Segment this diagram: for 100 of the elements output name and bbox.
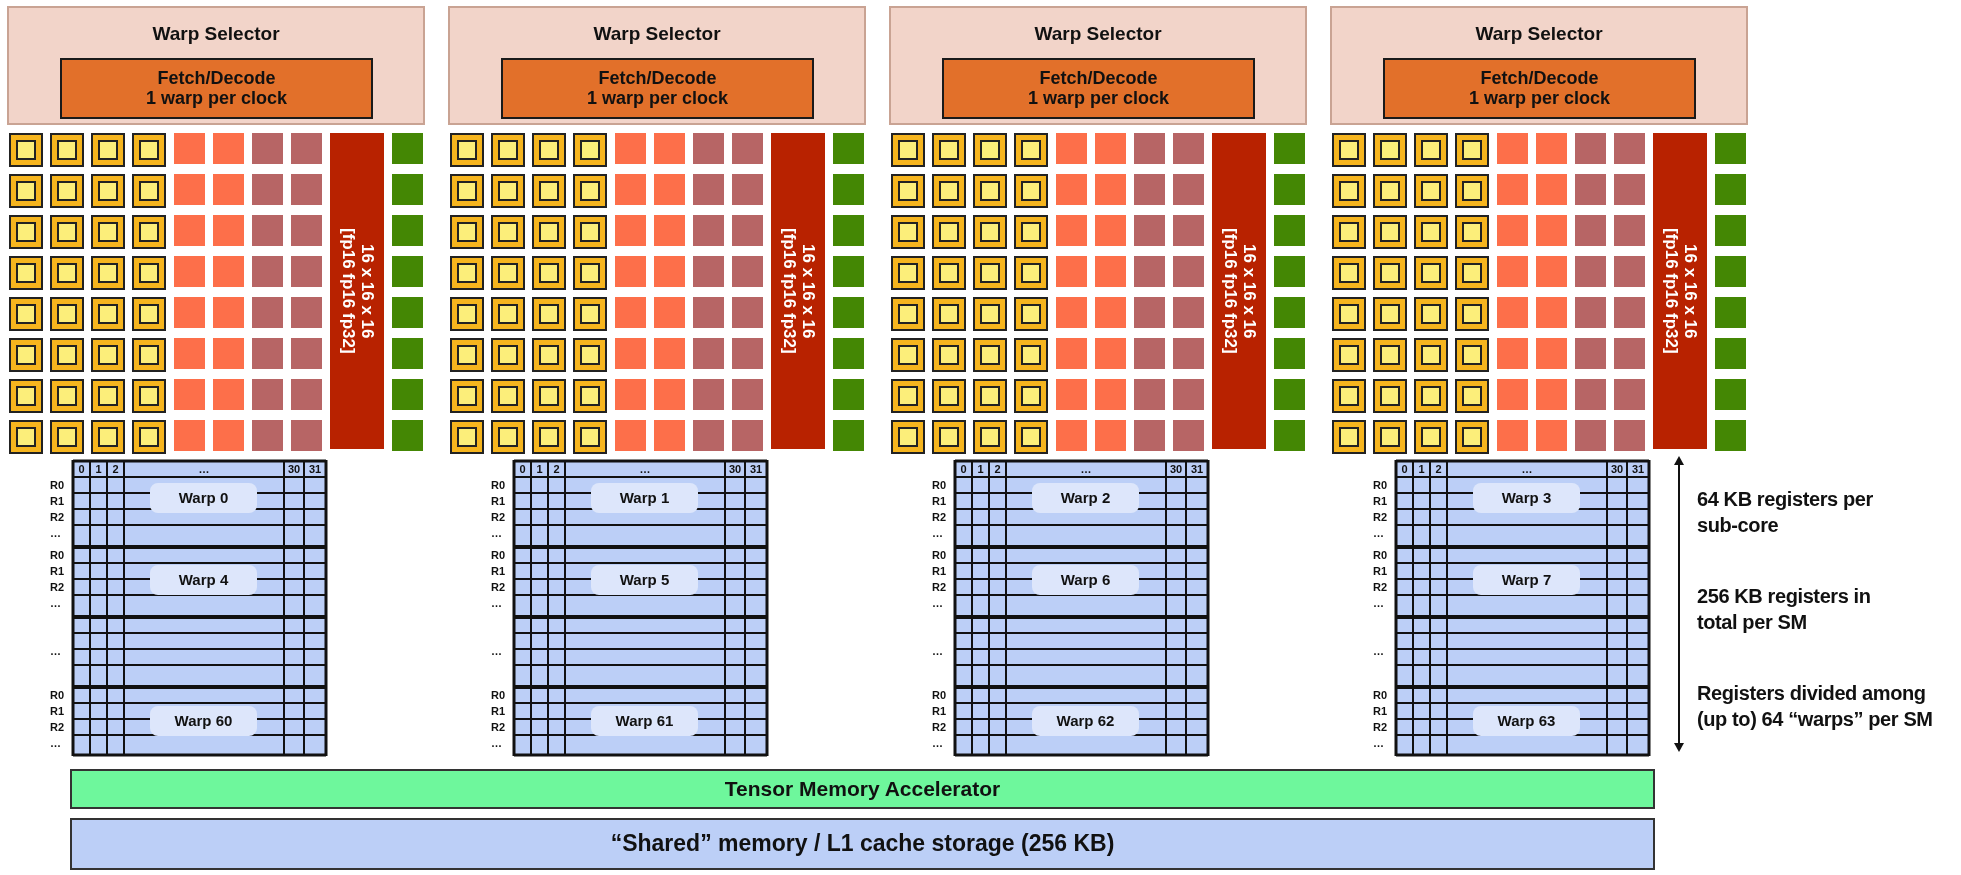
column-index: 30 bbox=[1609, 462, 1625, 477]
register-file-table bbox=[1396, 460, 1649, 756]
bar-text: [fp16 fp16 fp32] bbox=[1661, 228, 1680, 354]
fetch-decode-box bbox=[1383, 58, 1696, 119]
box-text: Fetch/Decode bbox=[598, 68, 717, 89]
box-text: Fetch/Decode bbox=[157, 68, 276, 89]
tensor-core-bar bbox=[330, 133, 384, 449]
fetch-decode-box bbox=[501, 58, 814, 119]
bar-text: 16 x 16 x 16 bbox=[1239, 243, 1258, 339]
warp-label-box bbox=[591, 565, 698, 595]
bar-text: [fp16 fp16 fp32] bbox=[779, 228, 798, 354]
warp-label-box bbox=[150, 483, 257, 513]
register-name: R2 bbox=[50, 580, 66, 595]
register-name: R1 bbox=[50, 704, 66, 719]
register-name: R1 bbox=[491, 494, 507, 509]
warp-label: Warp 5 bbox=[619, 571, 670, 589]
box-text: 1 warp per clock bbox=[1027, 88, 1170, 109]
tensor-core-bar bbox=[1653, 133, 1707, 449]
column-index: 31 bbox=[748, 462, 764, 477]
column-index: 31 bbox=[307, 462, 323, 477]
register-note: 64 KB registers per sub-core bbox=[1697, 487, 1874, 538]
warp-selector-panel bbox=[7, 6, 425, 125]
box-text: 1 warp per clock bbox=[1468, 88, 1611, 109]
column-index: 30 bbox=[286, 462, 302, 477]
column-index: 31 bbox=[1630, 462, 1646, 477]
warp-label-box bbox=[1032, 706, 1139, 736]
warp-selector-panel bbox=[1330, 6, 1748, 125]
column-index: … bbox=[1520, 462, 1534, 477]
register-name: R1 bbox=[1373, 704, 1389, 719]
warp-label-box bbox=[1032, 565, 1139, 595]
box-text: 1 warp per clock bbox=[586, 88, 729, 109]
register-name: R2 bbox=[1373, 580, 1389, 595]
panel-title: Warp Selector bbox=[593, 23, 721, 45]
tensor-memory-accelerator-bar bbox=[70, 769, 1655, 809]
register-name: R1 bbox=[50, 494, 66, 509]
register-name: R1 bbox=[491, 564, 507, 579]
register-name: R2 bbox=[1373, 510, 1389, 525]
warp-label: Warp 1 bbox=[619, 489, 670, 507]
warp-label-box bbox=[591, 483, 698, 513]
register-name: R0 bbox=[491, 548, 507, 563]
register-note: 256 KB registers in total per SM bbox=[1697, 584, 1872, 635]
register-name: R2 bbox=[932, 580, 948, 595]
register-name: R2 bbox=[50, 720, 66, 735]
bar-text: 16 x 16 x 16 bbox=[798, 243, 817, 339]
warp-label: Warp 3 bbox=[1501, 489, 1552, 507]
register-ellipsis: … bbox=[1373, 596, 1385, 611]
column-index: 0 bbox=[959, 462, 968, 477]
register-name: R2 bbox=[50, 510, 66, 525]
register-ellipsis: … bbox=[1373, 526, 1385, 541]
column-index: … bbox=[1079, 462, 1093, 477]
register-note: Registers divided among (up to) 64 “warps” per SM bbox=[1697, 681, 1934, 732]
bar-text: [fp16 fp16 fp32] bbox=[1220, 228, 1239, 354]
warp-label-box bbox=[1473, 483, 1580, 513]
warp-label-box bbox=[150, 565, 257, 595]
column-index: 2 bbox=[111, 462, 120, 477]
warp-selector-panel bbox=[889, 6, 1307, 125]
column-index: 30 bbox=[727, 462, 743, 477]
register-name: R0 bbox=[50, 548, 66, 563]
fetch-decode-box bbox=[60, 58, 373, 119]
box-text: 1 warp per clock bbox=[145, 88, 288, 109]
register-name: R1 bbox=[1373, 494, 1389, 509]
warp-label: Warp 2 bbox=[1060, 489, 1111, 507]
register-ellipsis: … bbox=[50, 526, 62, 541]
register-ellipsis: … bbox=[1373, 644, 1385, 659]
column-index: 31 bbox=[1189, 462, 1205, 477]
column-index: … bbox=[197, 462, 211, 477]
warp-label: Warp 4 bbox=[178, 571, 229, 589]
column-index: 2 bbox=[1434, 462, 1443, 477]
bar-text: [fp16 fp16 fp32] bbox=[338, 228, 357, 354]
register-ellipsis: … bbox=[491, 596, 503, 611]
register-ellipsis: … bbox=[1373, 736, 1385, 751]
warp-label-box bbox=[150, 706, 257, 736]
bar-text: 16 x 16 x 16 bbox=[357, 243, 376, 339]
bar-text: 16 x 16 x 16 bbox=[1680, 243, 1699, 339]
warp-label: Warp 61 bbox=[615, 712, 674, 730]
warp-label: Warp 6 bbox=[1060, 571, 1111, 589]
register-ellipsis: … bbox=[932, 644, 944, 659]
column-index: 1 bbox=[535, 462, 544, 477]
warp-label-box bbox=[591, 706, 698, 736]
warp-label: Warp 62 bbox=[1056, 712, 1115, 730]
column-index: 0 bbox=[518, 462, 527, 477]
column-index: 1 bbox=[1417, 462, 1426, 477]
tensor-core-bar bbox=[1212, 133, 1266, 449]
warp-label-box bbox=[1032, 483, 1139, 513]
column-index: 1 bbox=[94, 462, 103, 477]
tensor-core-bar bbox=[771, 133, 825, 449]
register-name: R1 bbox=[932, 704, 948, 719]
register-name: R1 bbox=[932, 564, 948, 579]
register-name: R0 bbox=[491, 688, 507, 703]
register-name: R0 bbox=[932, 548, 948, 563]
warp-label: Warp 60 bbox=[174, 712, 233, 730]
register-name: R0 bbox=[1373, 688, 1389, 703]
register-name: R1 bbox=[1373, 564, 1389, 579]
column-index: 0 bbox=[77, 462, 86, 477]
column-index: 2 bbox=[993, 462, 1002, 477]
shared-memory-bar bbox=[70, 818, 1655, 870]
box-text: Fetch/Decode bbox=[1480, 68, 1599, 89]
warp-label-box bbox=[1473, 706, 1580, 736]
column-index: 1 bbox=[976, 462, 985, 477]
register-name: R1 bbox=[932, 494, 948, 509]
